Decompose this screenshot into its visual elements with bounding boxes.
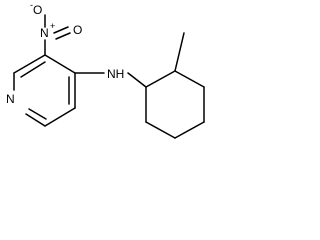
pyridine-nitrogen-label: N (6, 92, 15, 106)
methyl-bond (174, 32, 185, 72)
double-bond-c1-c2 (20, 61, 46, 78)
bond-c2-c1 (13, 54, 46, 74)
nitro-nitrogen-charge: + (50, 21, 55, 31)
pyridine-ring (13, 54, 76, 127)
structure-svg: O - N + O N NH (6, 0, 205, 139)
bond-cy-1-2 (145, 70, 176, 88)
double-bond-nitro-o-right (55, 32, 71, 40)
cyclohexane-ring (145, 70, 205, 139)
amine-linkage: NH (74, 67, 147, 88)
nitro-oxygen-label: O (73, 23, 82, 37)
molecule-diagram: O - N + O N NH (0, 0, 223, 154)
bond-c2-c3 (44, 54, 76, 74)
bond-nitro-o-right (53, 26, 69, 34)
bond-cy-5-6 (145, 121, 176, 139)
amine-label: NH (107, 67, 124, 81)
bond-cy-2-3 (174, 70, 205, 88)
nitro-group: O - N + O (30, 0, 82, 56)
bond-c4-c5 (44, 107, 76, 127)
nitro-nitrogen-label: N (40, 26, 49, 40)
bond-c5-c6 (25, 113, 46, 127)
nitro-oxygen-anion-label: O (33, 3, 42, 17)
bond-cy-4-5 (174, 121, 205, 139)
nitro-oxygen-anion-charge: - (30, 0, 33, 10)
double-bond-c5-c6 (28, 108, 47, 120)
bond-amine-cyclohexyl (127, 72, 147, 88)
